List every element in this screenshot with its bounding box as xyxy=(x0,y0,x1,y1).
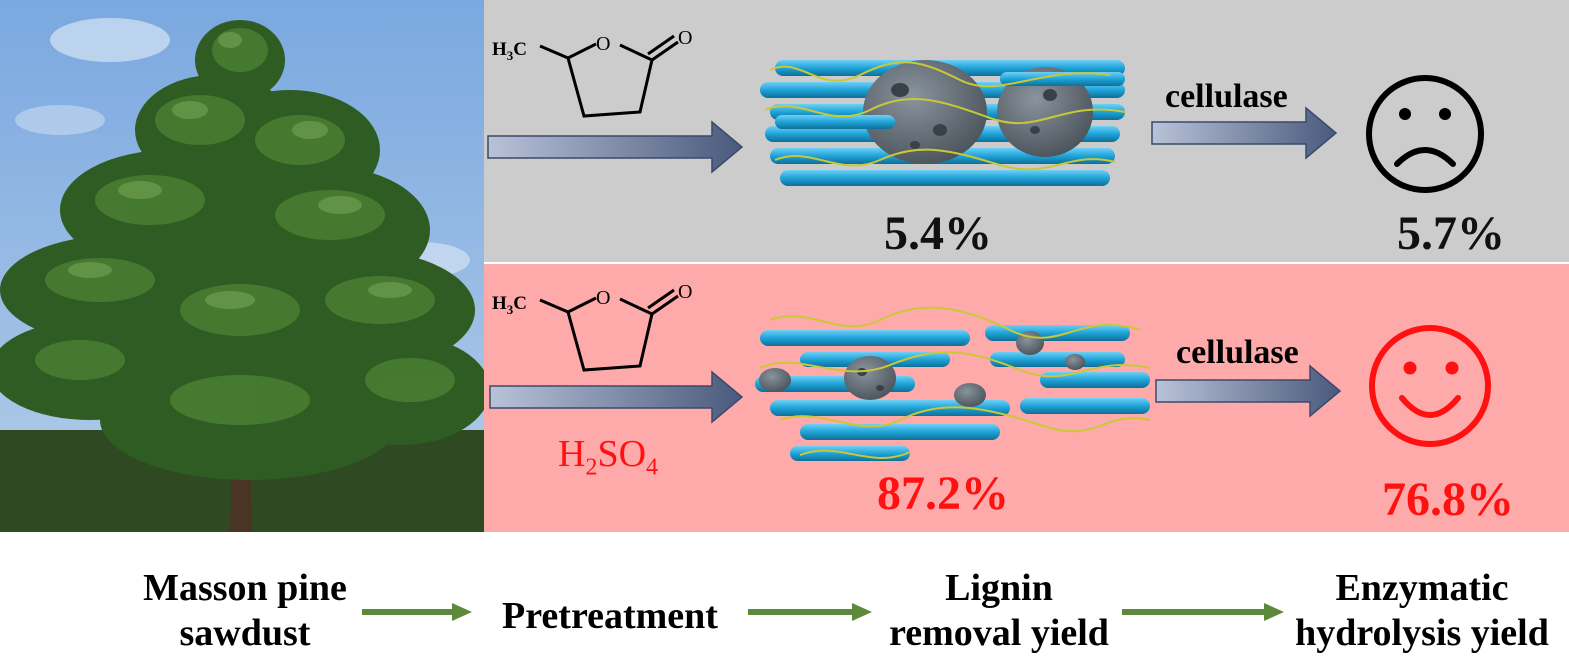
methyl-label: H3C xyxy=(492,293,527,317)
hydrolysis-value-top: 5.7% xyxy=(1397,207,1505,260)
gvl-molecule-bottom: H3C O O xyxy=(492,281,692,372)
process-arrow-bottom-1 xyxy=(489,370,744,424)
lignin-removal-value-top: 5.4% xyxy=(884,207,992,260)
flow-arrow-2 xyxy=(748,603,872,621)
flow-arrow-1 xyxy=(362,603,472,621)
hydrolysis-value-bottom: 76.8% xyxy=(1382,473,1514,526)
fiber-bundle-bottom xyxy=(755,306,1151,461)
gvl-molecule-top: H3C O O xyxy=(492,27,692,118)
process-arrow-top-1 xyxy=(487,120,744,174)
sulfuric-acid-label: H2SO4 xyxy=(558,433,659,481)
sad-face-icon xyxy=(1366,75,1484,193)
fiber-bundle-top xyxy=(760,60,1126,186)
cellulase-label-bottom: cellulase xyxy=(1176,334,1299,371)
cellulase-label-top: cellulase xyxy=(1165,78,1288,115)
ring-oxygen-label: O xyxy=(596,33,610,55)
flow-step-pretreatment: Pretreatment xyxy=(502,595,718,637)
carbonyl-oxygen-label: O xyxy=(678,281,692,303)
happy-face-icon xyxy=(1369,325,1491,447)
process-arrow-top-2 xyxy=(1151,106,1338,160)
ring-oxygen-label: O xyxy=(596,287,610,309)
flow-arrow-3 xyxy=(1122,603,1284,621)
lignin-removal-value-bottom: 87.2% xyxy=(877,467,1009,520)
process-arrow-bottom-2 xyxy=(1155,364,1342,418)
methyl-label: H3C xyxy=(492,39,527,63)
carbonyl-oxygen-label: O xyxy=(678,27,692,49)
masson-pine-photo xyxy=(0,0,484,532)
